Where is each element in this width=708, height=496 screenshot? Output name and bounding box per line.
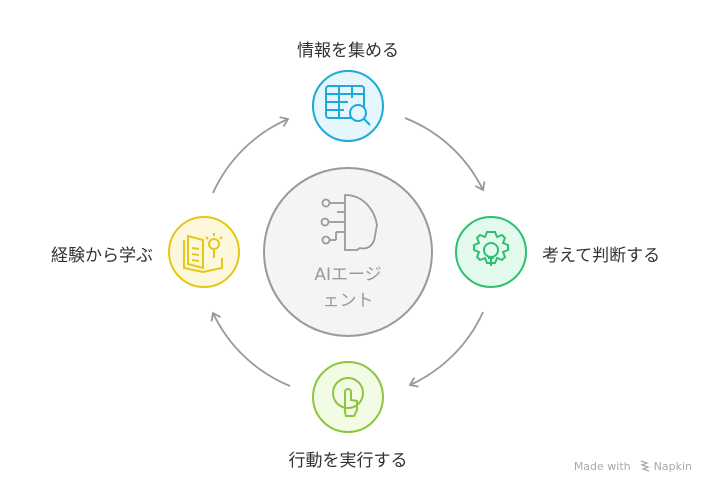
node-learn-label: 経験から学ぶ — [51, 246, 153, 266]
hand-pointer-icon — [332, 377, 364, 417]
center-label-line2: ェント — [322, 291, 374, 311]
node-think-circle[interactable] — [455, 216, 527, 288]
arrow-think-to-act — [408, 311, 484, 388]
arrow-gather-to-think — [404, 117, 486, 192]
made-with-text: Made with — [573, 460, 631, 473]
center-label-line1: AIエージ — [314, 265, 382, 285]
node-gather-circle[interactable] — [312, 70, 384, 142]
node-think-label: 考えて判断する — [542, 246, 661, 266]
node-act-circle[interactable] — [312, 361, 384, 433]
napkin-brand: Napkin — [653, 460, 692, 473]
table-search-icon — [325, 85, 371, 126]
book-lightbulb-icon — [183, 233, 223, 274]
ai-head-circuit-icon — [320, 194, 378, 251]
arrow-learn-to-gather — [212, 116, 290, 194]
node-act-label: 行動を実行する — [288, 451, 408, 471]
napkin-logo-icon — [640, 460, 650, 472]
node-gather-label: 情報を集める — [297, 41, 399, 61]
arrow-act-to-learn — [210, 311, 291, 387]
center-circle — [263, 167, 433, 337]
made-with-napkin[interactable]: Made with Napkin — [574, 460, 692, 473]
gear-lightbulb-icon — [473, 231, 509, 266]
center-label: AIエージ ェント — [288, 262, 408, 314]
